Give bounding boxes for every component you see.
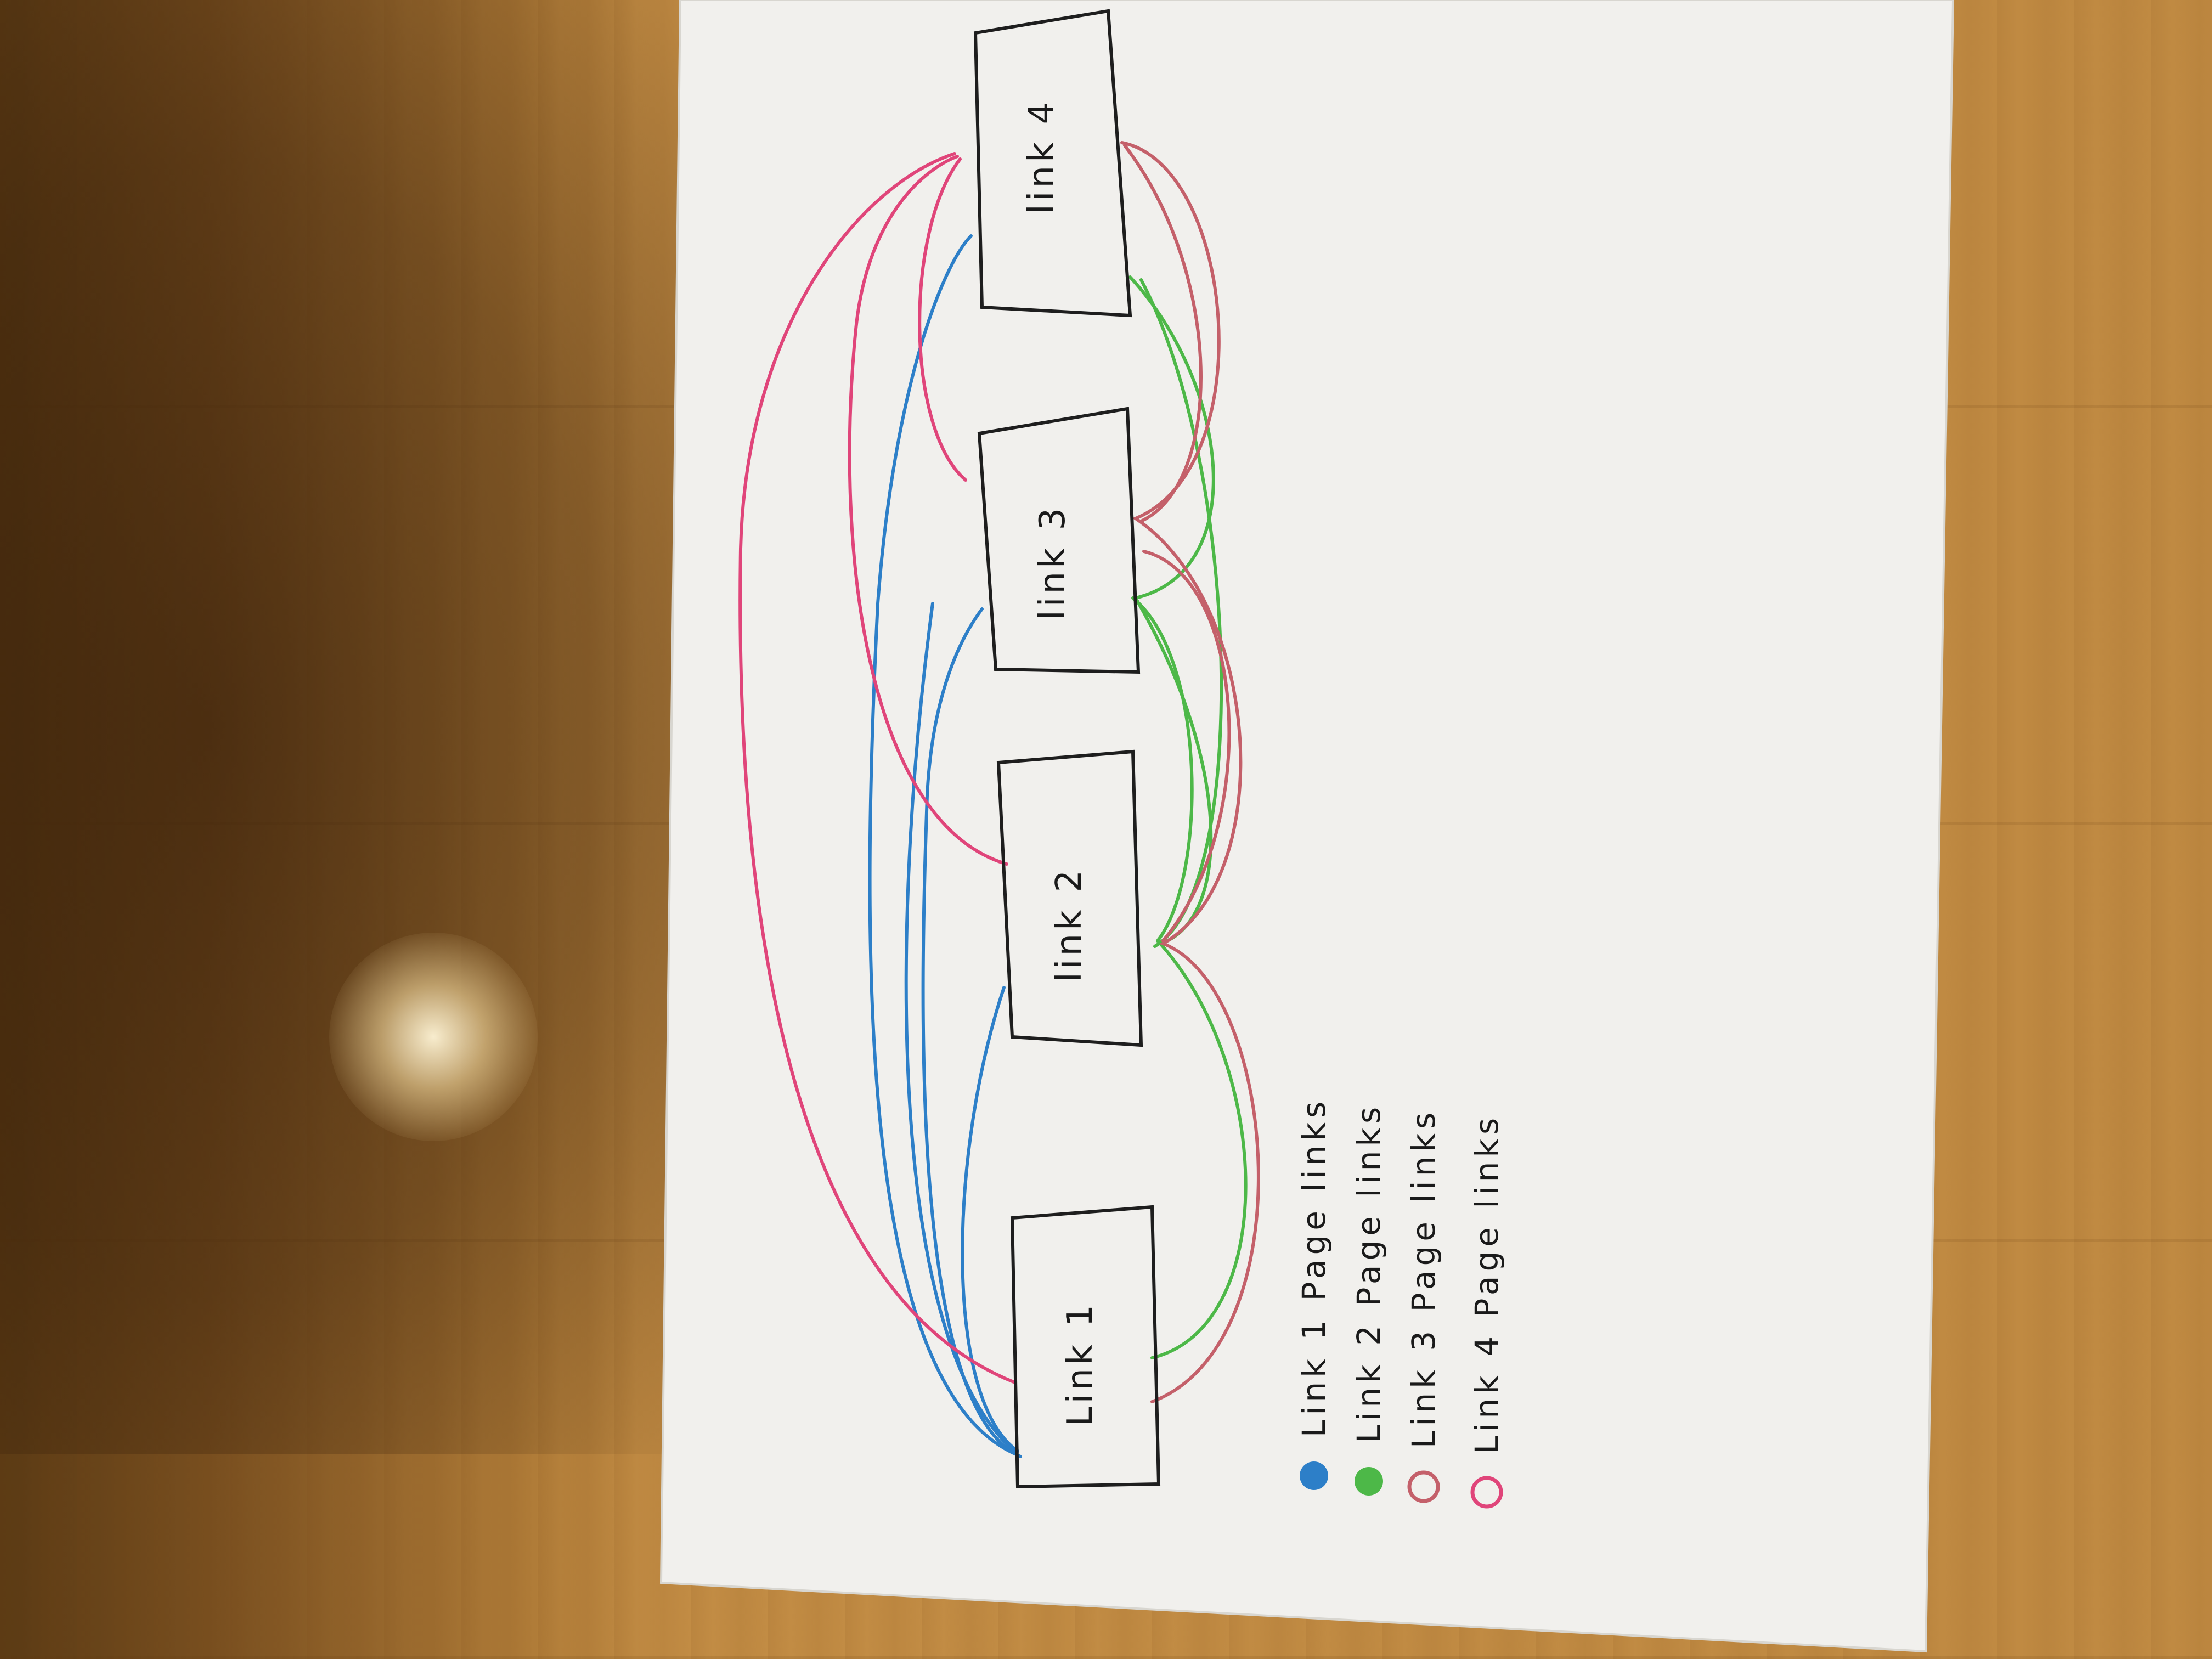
line-blue-3 [961,986,1019,1453]
legend-marker-rose-icon [1407,1470,1440,1503]
box-label-link-2: link 2 [1049,867,1090,982]
box-link-1: Link 1 [1010,1205,1161,1489]
line-rose-3 [1142,550,1231,943]
legend: Link 1 Page links Link 2 Page links Link… [1295,1097,1505,1509]
line-blue-4 [904,602,1018,1454]
line-pink-1 [738,152,1017,1384]
legend-item-4: Link 4 Page links [1468,1114,1505,1509]
line-green-2 [1131,596,1194,943]
legend-marker-green-icon [1355,1467,1383,1496]
connection-lines [738,141,1260,1458]
legend-text-3: Link 3 Page links [1405,1108,1442,1448]
line-rose-1 [1120,141,1260,1403]
box-link-2: link 2 [996,749,1143,1047]
legend-text-2: Link 2 Page links [1350,1103,1387,1443]
line-pink-3 [918,157,967,482]
legend-marker-blue-icon [1300,1462,1328,1490]
legend-item-1: Link 1 Page links [1295,1097,1333,1490]
line-blue-2 [921,607,1022,1458]
box-label-link-3: link 3 [1032,505,1073,620]
legend-marker-pink-icon [1470,1476,1503,1509]
box-label-link-4: link 4 [1022,99,1062,214]
box-link-4: link 4 [973,9,1132,318]
line-green-1 [1128,275,1248,1359]
paper-sheet [659,0,1955,1653]
legend-item-3: Link 3 Page links [1405,1108,1442,1503]
line-rose-2 [1123,144,1203,523]
legend-text-4: Link 4 Page links [1468,1114,1505,1454]
hand-shadow [0,0,713,1454]
light-glare [329,933,538,1141]
box-link-3: link 3 [977,407,1141,674]
line-pink-2 [848,155,1008,866]
line-blue-1 [868,234,1017,1455]
box-label-link-1: Link 1 [1060,1301,1101,1426]
legend-text-1: Link 1 Page links [1295,1097,1333,1437]
legend-item-2: Link 2 Page links [1350,1103,1387,1496]
